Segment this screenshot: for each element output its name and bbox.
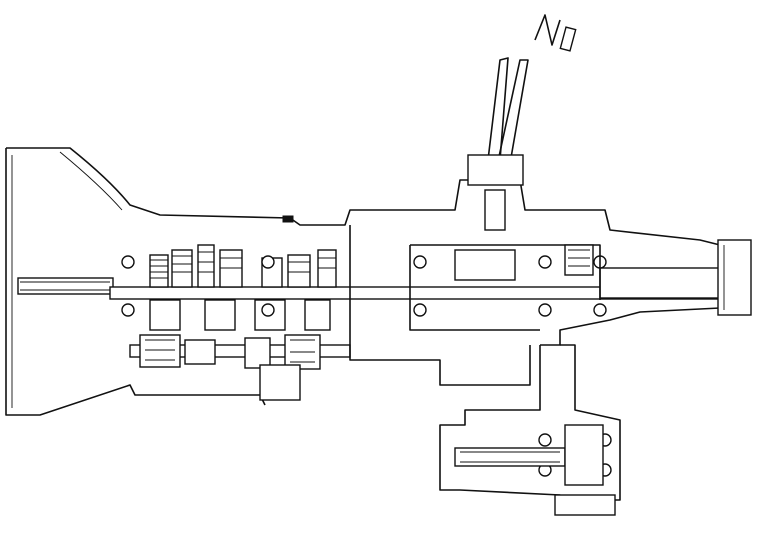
gear-cluster bbox=[149, 244, 337, 288]
transfer-housing bbox=[349, 225, 601, 386]
bearings bbox=[121, 255, 612, 477]
drain-plug bbox=[282, 215, 294, 223]
countershaft bbox=[129, 334, 351, 401]
output-flange bbox=[717, 239, 752, 316]
synchronizers bbox=[149, 299, 331, 331]
front-output-case bbox=[439, 344, 621, 516]
input-shaft bbox=[17, 277, 114, 295]
shift-lever bbox=[467, 14, 577, 231]
